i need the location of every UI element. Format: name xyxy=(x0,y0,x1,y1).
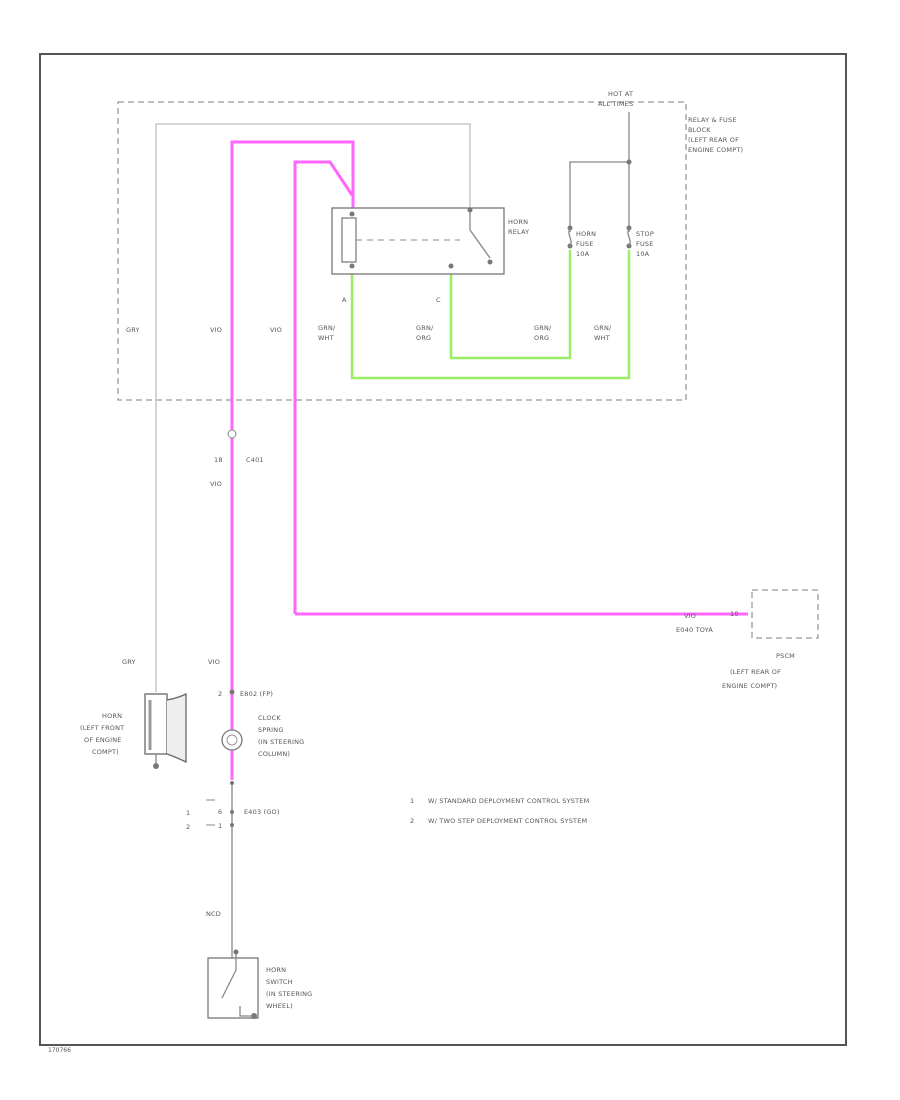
switch-pin xyxy=(230,823,234,827)
horn-fuse-label-2: FUSE xyxy=(576,240,594,248)
wire-label-grn-wht: GRN/ xyxy=(318,324,336,332)
horn-fuse-label: HORN xyxy=(576,230,596,238)
wire-label-grn-wht-3: GRN/ xyxy=(594,324,612,332)
clock-spring-label: CLOCK xyxy=(258,714,281,722)
wire-label-ncd: NCD xyxy=(206,910,221,918)
wire-label-vio-5: VIO xyxy=(208,658,220,666)
clock-spring-label-3: (IN STEERING xyxy=(258,738,304,746)
switch-pin xyxy=(230,781,234,785)
pin-c-label: C xyxy=(436,296,441,304)
option-note-2: 2 xyxy=(186,823,190,831)
wire-label-grn-org: GRN/ xyxy=(416,324,434,332)
wire-label-vio-3: VIO xyxy=(210,480,222,488)
clock-spring-pin xyxy=(229,689,235,695)
legend-text-2: W/ TWO STEP DEPLOYMENT CONTROL SYSTEM xyxy=(428,817,587,825)
legend-num-2: 2 xyxy=(410,817,414,825)
clock-spring-inner xyxy=(226,734,238,746)
pscm-label: PSCM xyxy=(776,652,795,660)
option-markers xyxy=(206,799,215,826)
horn-relay-label-2: RELAY xyxy=(508,228,529,236)
relay-fuse-block-label-2: BLOCK xyxy=(688,126,711,134)
legend-num-1: 1 xyxy=(410,797,414,805)
switch-connector: E403 (GO) xyxy=(244,808,280,816)
stop-fuse-label-3: 10A xyxy=(636,250,650,258)
horn-relay-label: HORN xyxy=(508,218,528,226)
clock-spring-connector: E802 (FP) xyxy=(240,690,273,698)
relay-fuse-block-outline xyxy=(117,101,687,401)
relay-pin xyxy=(467,207,473,213)
relay-fuse-block-label-3: (LEFT REAR OF xyxy=(688,136,739,144)
stop-fuse-icon xyxy=(627,227,631,247)
horn-icon xyxy=(144,693,168,755)
horn-switch-label-3: (IN STEERING xyxy=(266,990,312,998)
wire-grn-wht xyxy=(350,250,631,380)
connector-c401-label: C401 xyxy=(246,456,264,464)
clock-spring-pin: 2 xyxy=(218,690,222,698)
relay-fuse-block-label: RELAY & FUSE xyxy=(688,116,737,124)
stop-fuse-label-2: FUSE xyxy=(636,240,654,248)
relay-pin xyxy=(349,211,355,217)
hot-at-label-2: ALL TIMES xyxy=(598,100,633,108)
horn-switch-label: HORN xyxy=(266,966,286,974)
pscm-label-2: (LEFT REAR OF xyxy=(730,668,781,676)
switch-pin-1: 6 xyxy=(218,808,222,816)
horn-fuse-icon xyxy=(568,227,572,247)
figure-id: 170766 xyxy=(48,1047,71,1054)
wire-label-gry-2: GRY xyxy=(122,658,136,666)
horn-label-2: (LEFT FRONT xyxy=(80,724,124,732)
wire-label-vio-4: VIO xyxy=(684,612,696,620)
wire-vio-relay-pscm xyxy=(293,160,354,614)
horn-label-3: OF ENGINE xyxy=(84,736,122,744)
wire-label-grn-org-4: ORG xyxy=(534,334,549,342)
switch-ground-wire xyxy=(239,1006,254,1017)
switch-pin-top xyxy=(233,949,239,955)
wire-label-vio-2: VIO xyxy=(270,326,282,334)
relay-pin xyxy=(448,263,454,269)
pscm-icon xyxy=(751,589,819,639)
fuse-bus xyxy=(569,161,629,232)
wire-label-vio: VIO xyxy=(210,326,222,334)
switch-pin xyxy=(230,810,234,814)
wire-label-grn-wht-2: WHT xyxy=(318,334,334,342)
option-note-1: 1 xyxy=(186,809,190,817)
wire-label-grn-org-2: ORG xyxy=(416,334,431,342)
clock-spring-label-2: SPRING xyxy=(258,726,284,734)
connector-c401-icon xyxy=(227,429,237,439)
pin-a-label: A xyxy=(342,296,347,304)
wire-label-gry: GRY xyxy=(126,326,140,334)
pscm-pin: 10 xyxy=(730,610,739,618)
switch-pin-2: 1 xyxy=(218,822,222,830)
relay-contact xyxy=(469,212,491,259)
horn-switch-label-2: SWITCH xyxy=(266,978,293,986)
splice-dot xyxy=(626,159,632,165)
clock-spring-label-4: COLUMN) xyxy=(258,750,290,758)
horn-switch-label-4: WHEEL) xyxy=(266,1002,293,1010)
diagram-frame xyxy=(39,53,847,1046)
switch-contact xyxy=(221,952,237,999)
relay-pin xyxy=(349,263,355,269)
wire-grn-org xyxy=(449,250,572,360)
connector-c401-pin: 18 xyxy=(214,456,223,464)
pscm-connector: E040 TOYA xyxy=(676,626,713,634)
relay-fuse-block-label-4: ENGINE COMPT) xyxy=(688,146,743,154)
horn-label-4: COMPT) xyxy=(92,748,119,756)
hot-at-label: HOT AT xyxy=(608,90,633,98)
wire-label-grn-org-3: GRN/ xyxy=(534,324,552,332)
horn-switch-icon xyxy=(207,957,259,1019)
clock-spring-icon xyxy=(221,729,243,751)
wire-gry xyxy=(155,123,471,692)
horn-fuse-label-3: 10A xyxy=(576,250,590,258)
relay-pin xyxy=(487,259,493,265)
legend-text-1: W/ STANDARD DEPLOYMENT CONTROL SYSTEM xyxy=(428,797,589,805)
horn-relay-icon xyxy=(331,207,505,275)
stop-fuse-label: STOP xyxy=(636,230,654,238)
ground-icon xyxy=(153,763,159,769)
wire-label-grn-wht-4: WHT xyxy=(594,334,610,342)
pscm-label-3: ENGINE COMPT) xyxy=(722,682,777,690)
horn-bell xyxy=(166,692,187,764)
wire-vio-relay-clockspring xyxy=(230,140,355,692)
horn-label: HORN xyxy=(102,712,122,720)
